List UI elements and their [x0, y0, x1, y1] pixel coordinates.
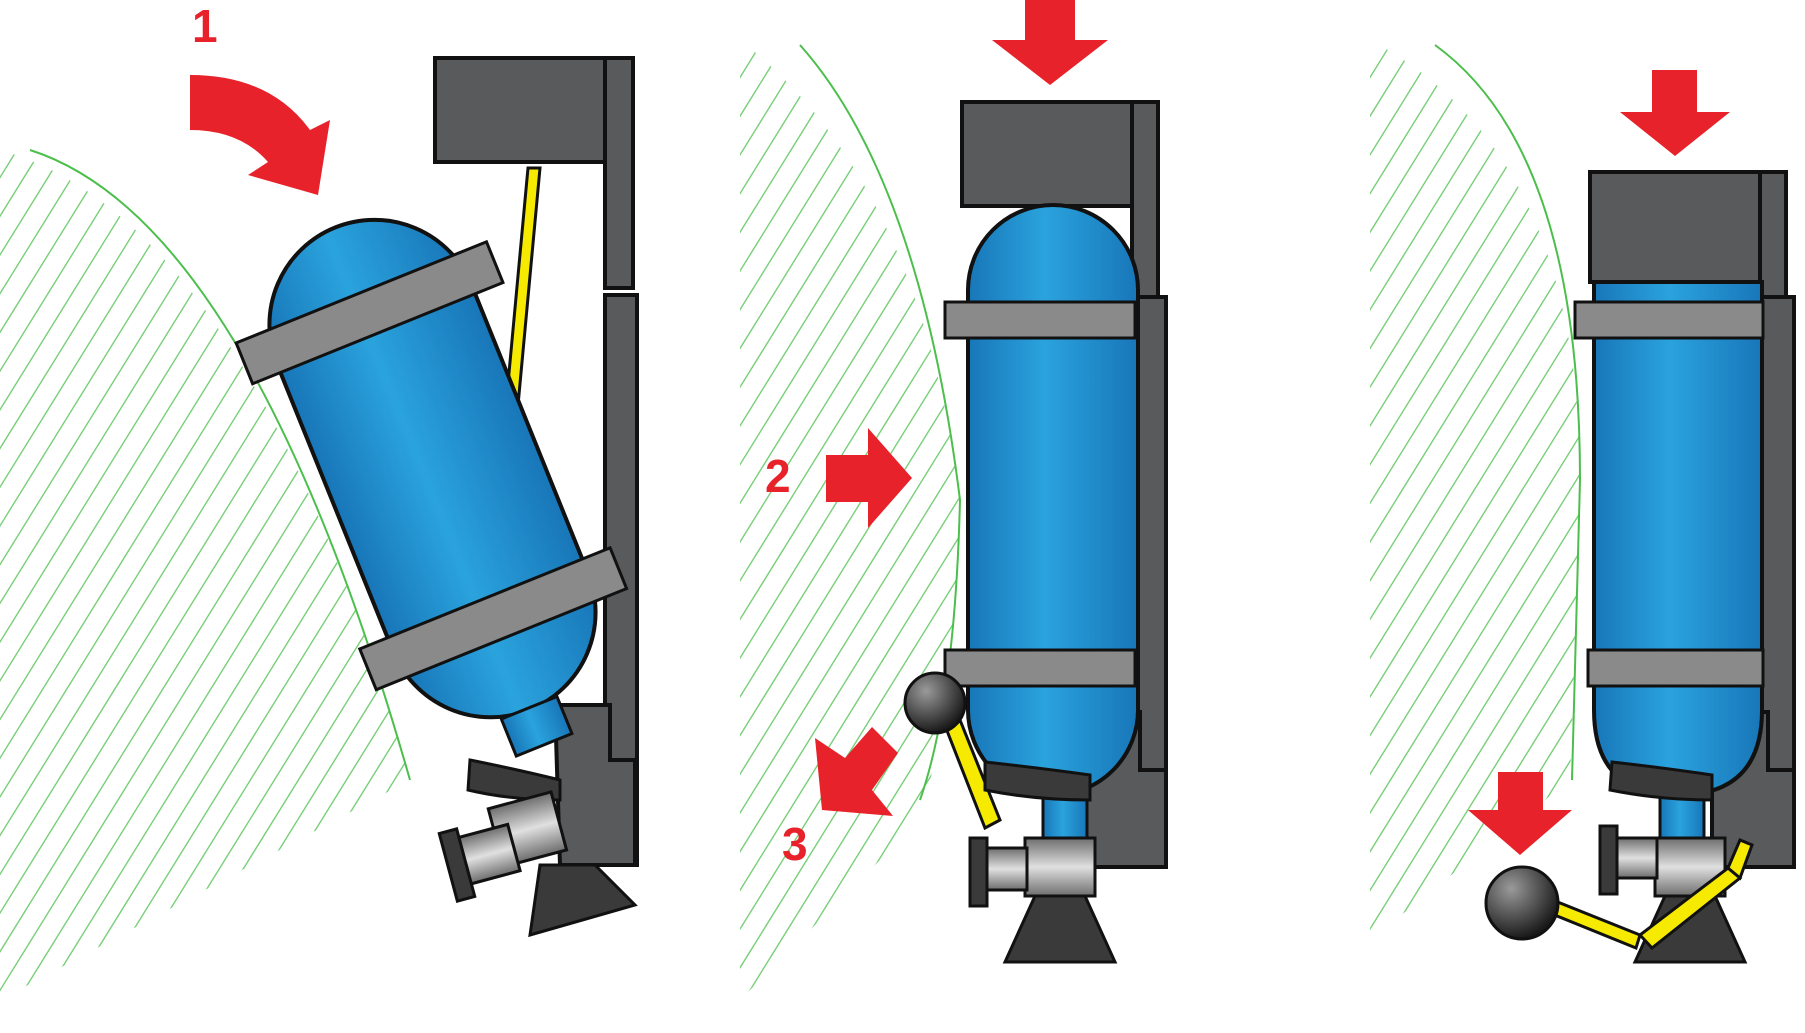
hatch-line — [740, 40, 960, 1000]
cylinder-valve — [968, 760, 1118, 964]
arrow-down-ball — [1468, 772, 1572, 855]
hatch-line — [1370, 40, 1580, 940]
hatch-line — [0, 150, 410, 1000]
hatch-line — [740, 40, 960, 1000]
hatch-line — [1370, 40, 1580, 940]
hatch-line — [1370, 40, 1580, 940]
hatch-line — [1370, 40, 1580, 940]
arrow-down-top — [992, 0, 1108, 85]
step-label-2: 2 — [765, 450, 791, 502]
lever-ball — [903, 671, 967, 735]
hatch-line — [740, 40, 960, 1000]
hatch-line — [0, 150, 145, 1000]
lever-ball — [1484, 865, 1560, 941]
bracket — [1588, 170, 1796, 869]
hatch-line — [1370, 40, 1515, 940]
hatch-line — [1370, 40, 1580, 940]
hatch-line — [0, 150, 49, 1000]
hatch-line — [740, 40, 957, 1000]
hatch-line — [740, 40, 960, 1000]
hatch-line — [0, 150, 217, 1000]
hatch-line — [1370, 40, 1580, 940]
panel-step-1: 1 — [0, 0, 639, 1000]
hatch-line — [1370, 40, 1580, 940]
step-label-3: 3 — [782, 818, 808, 870]
hatch-line — [740, 40, 885, 1000]
hatch-line — [0, 150, 410, 1000]
wall-hatch — [740, 40, 960, 1000]
hatch-line — [740, 40, 960, 1000]
hatch-line — [0, 150, 169, 1000]
hatch-line — [740, 40, 960, 1000]
gas-cylinder — [234, 217, 629, 759]
hatch-line — [740, 40, 909, 1000]
hatch-line — [1370, 40, 1563, 940]
hatch-line — [1370, 40, 1580, 940]
hatch-line — [1370, 40, 1580, 940]
hatch-line — [1370, 40, 1580, 940]
hatch-line — [1370, 40, 1580, 940]
step-label-1: 1 — [192, 0, 218, 52]
bracket — [433, 56, 639, 867]
hatch-line — [746, 40, 960, 1000]
hatch-line — [0, 150, 289, 1000]
hatch-line — [740, 40, 861, 1000]
hatch-line — [44, 150, 410, 1000]
hatch-line — [1370, 40, 1539, 940]
cylinder-valve — [437, 758, 638, 938]
gas-cylinder — [943, 203, 1140, 845]
hatch-line — [1370, 40, 1580, 940]
hatch-line — [770, 40, 960, 1000]
hatch-line — [0, 150, 337, 1000]
arrow-step-1 — [190, 75, 330, 195]
hatch-line — [20, 150, 410, 1000]
arrow-down-top — [1620, 70, 1730, 156]
hatch-line — [0, 150, 193, 1000]
arrow-step-3 — [815, 727, 898, 816]
hatch-line — [0, 150, 410, 1000]
hatch-line — [740, 40, 960, 1000]
arrow-step-2 — [826, 428, 912, 528]
hatch-line — [1370, 40, 1580, 940]
hatch-line — [0, 150, 121, 1000]
wall-curve — [1434, 44, 1582, 781]
hatch-line — [740, 40, 960, 1000]
hatch-line — [740, 40, 960, 1000]
hatch-line — [1370, 40, 1580, 940]
hatch-line — [740, 40, 960, 1000]
hatch-line — [740, 40, 933, 1000]
hatch-line — [1370, 40, 1580, 940]
hatch-line — [740, 40, 960, 1000]
gas-cylinder — [1573, 280, 1765, 845]
hatch-line — [0, 150, 241, 1000]
yellow-rod — [1726, 838, 1754, 881]
cylinder-valve — [1598, 760, 1748, 964]
panel-step-3 — [1370, 40, 1796, 964]
hatch-line — [1370, 40, 1491, 940]
panel-step-2: 2 3 — [740, 0, 1168, 1000]
hatch-line — [740, 40, 960, 1000]
